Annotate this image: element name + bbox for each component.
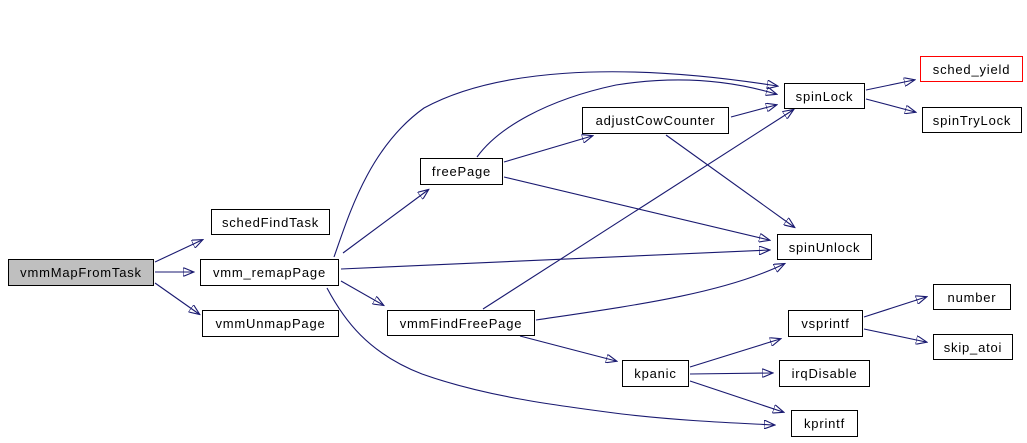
node-sched_yield[interactable]: sched_yield [920,56,1023,82]
node-vmm_remapPage[interactable]: vmm_remapPage [200,259,339,286]
edge-adjustCowCounter-spinLock [730,105,776,118]
edge-vsprintf-skip_atoi [863,328,926,342]
edge-vsprintf-number [863,297,926,318]
node-spinTryLock[interactable]: spinTryLock [922,107,1022,133]
node-vmmUnmapPage[interactable]: vmmUnmapPage [202,310,339,337]
edge-vmm_remapPage-kprintf [326,287,774,425]
node-irqDisable[interactable]: irqDisable [779,360,870,387]
node-spinLock[interactable]: spinLock [784,83,865,109]
edge-vmm_remapPage-freePage [342,190,428,254]
edge-vmmMapFromTask-vmmUnmapPage [154,282,199,314]
edge-spinLock-sched_yield [865,80,914,91]
edge-vmmMapFromTask-schedFindTask [154,240,202,263]
edge-vmmFindFreePage-kpanic [519,335,616,361]
edge-freePage-adjustCowCounter [503,136,592,163]
edge-vmm_remapPage-spinLock [333,71,777,258]
node-adjustCowCounter[interactable]: adjustCowCounter [582,107,729,134]
node-kpanic[interactable]: kpanic [622,360,689,387]
edge-vmm_remapPage-spinUnlock [340,250,769,270]
edge-kpanic-vsprintf [689,339,780,368]
node-kprintf[interactable]: kprintf [791,410,858,437]
edge-adjustCowCounter-spinUnlock [665,134,794,227]
edge-kpanic-irqDisable [689,373,772,374]
edge-spinLock-spinTryLock [865,98,915,112]
edge-vmmFindFreePage-spinLock [482,110,793,310]
node-number[interactable]: number [933,284,1011,310]
node-spinUnlock[interactable]: spinUnlock [777,234,872,260]
edge-freePage-spinUnlock [503,176,769,240]
edge-kpanic-kprintf [689,380,783,412]
edge-freePage-spinLock [476,79,776,158]
node-schedFindTask[interactable]: schedFindTask [211,209,330,235]
node-vmmMapFromTask: vmmMapFromTask [8,259,154,286]
edge-vmm_remapPage-vmmFindFreePage [340,280,383,305]
node-freePage[interactable]: freePage [420,158,503,185]
edge-vmmFindFreePage-spinUnlock [535,264,784,321]
node-skip_atoi[interactable]: skip_atoi [933,334,1013,360]
node-vsprintf[interactable]: vsprintf [788,310,863,337]
node-vmmFindFreePage[interactable]: vmmFindFreePage [387,310,535,336]
